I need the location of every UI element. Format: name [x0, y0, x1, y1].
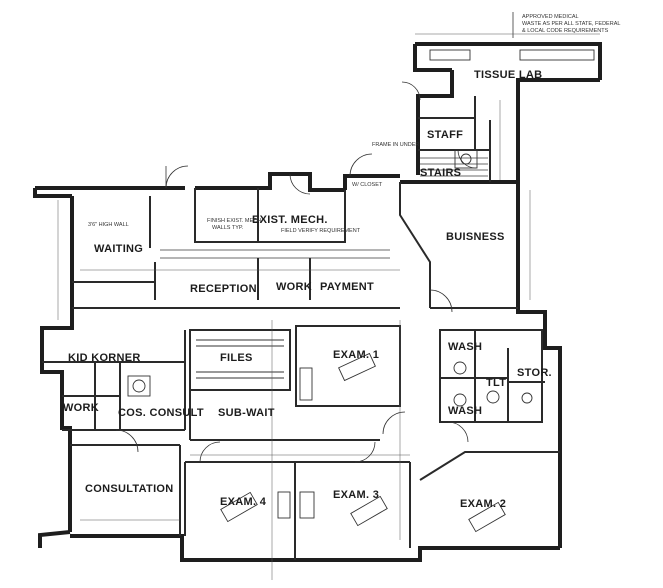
note-mech-2: WALLS TYP.: [212, 225, 244, 231]
header-note: APPROVED MEDICAL WASTE AS PER ALL STATE,…: [512, 12, 620, 38]
fixtures: [127, 49, 595, 533]
dimension-lines: [57, 33, 600, 580]
note-closet: W/ CLOSET: [352, 182, 383, 188]
header-note-line-1: APPROVED MEDICAL: [522, 14, 579, 20]
room-label-waiting: WAITING: [94, 243, 143, 255]
room-label-payment: PAYMENT: [320, 281, 374, 293]
room-label-stor: STOR.: [517, 367, 552, 379]
room-label-exam-4: EXAM. 4: [220, 496, 267, 508]
room-label-wash-bottom: WASH: [448, 405, 482, 417]
room-label-cos-consult: COS. CONSULT: [118, 407, 204, 419]
room-label-tissue-lab: TISSUE LAB: [474, 69, 542, 81]
outer-walls: [33, 42, 602, 562]
room-label-staff: STAFF: [427, 129, 463, 141]
room-label-reception: RECEPTION: [190, 283, 257, 295]
room-label-exam-1: EXAM. 1: [333, 349, 379, 361]
room-label-sub-wait: SUB-WAIT: [218, 407, 275, 419]
room-label-work-left: WORK: [63, 402, 99, 414]
plan-notes: 3'6" HIGH WALL FINISH EXIST. MECH WALLS …: [88, 142, 419, 234]
room-label-consultation: CONSULTATION: [85, 483, 174, 495]
header-note-line-2: WASTE AS PER ALL STATE, FEDERAL: [522, 21, 620, 27]
room-label-kid-korner: KID KORNER: [68, 352, 141, 364]
room-label-exam-2: EXAM. 2: [460, 498, 506, 510]
note-frame: FRAME IN UNDER: [372, 142, 419, 148]
header-note-line-3: & LOCAL CODE REQUIREMENTS: [522, 28, 609, 34]
room-label-exam-3: EXAM. 3: [333, 489, 379, 501]
room-label-files: FILES: [220, 352, 253, 364]
note-field-verify: FIELD VERIFY REQUIREMENT: [281, 228, 361, 234]
note-mech-1: FINISH EXIST. MECH: [207, 218, 261, 224]
room-label-buisness: BUISNESS: [446, 231, 505, 243]
room-label-exist-mech: EXIST. MECH.: [252, 214, 328, 226]
door-swings: [115, 81, 477, 463]
room-label-stairs: STAIRS: [420, 167, 461, 179]
room-labels: TISSUE LAB STAFF STAIRS EXIST. MECH. WAI…: [63, 69, 552, 510]
room-label-wash-top: WASH: [448, 341, 482, 353]
room-label-work-top: WORK: [276, 281, 312, 293]
room-label-tlt: TLT: [486, 377, 506, 389]
note-half-wall: 3'6" HIGH WALL: [88, 222, 129, 228]
